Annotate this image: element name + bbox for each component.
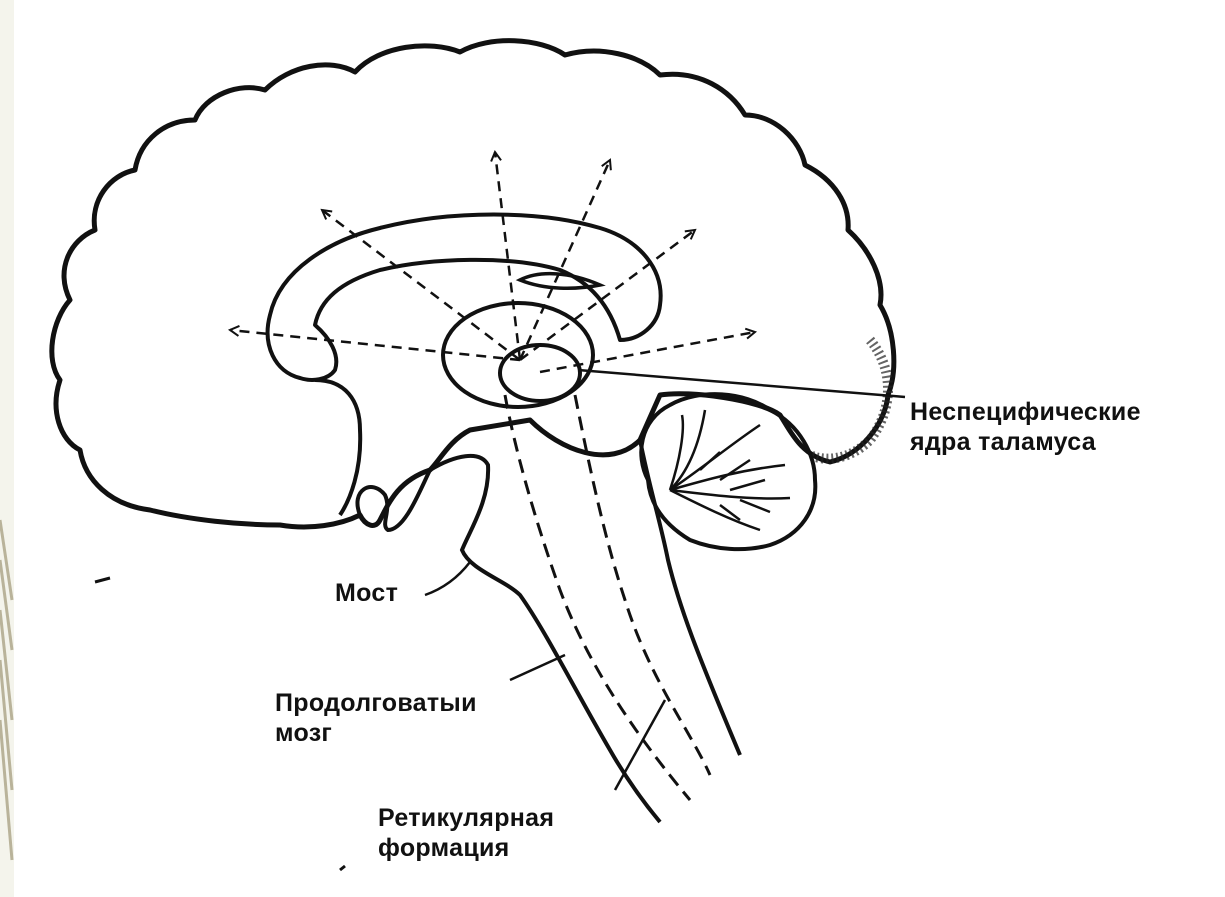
label-thalamus-line2: ядра таламуса [910, 427, 1141, 457]
label-reticular-line1: Ретикулярная [378, 803, 554, 833]
label-nonspecific-thalamic-nuclei: Неспецифические ядра таламуса [910, 397, 1141, 457]
cortex-shading [810, 340, 888, 459]
nonspecific-thalamic-nuclei [500, 345, 580, 401]
leader-pons [425, 562, 470, 595]
leader-thalamus [578, 370, 905, 397]
label-medulla-line2: мозг [275, 718, 477, 748]
brainstem-right-edge [640, 440, 740, 755]
frame-stripes [0, 520, 12, 860]
label-medulla-line1: Продолговатыи [275, 688, 477, 718]
fornix [520, 274, 600, 289]
frontal-lobe-curve [315, 380, 360, 515]
label-reticular-formation: Ретикулярная формация [378, 803, 554, 863]
label-pons-line1: Мост [335, 578, 398, 608]
cerebellum-arbor-vitae [670, 410, 790, 530]
leader-reticular [615, 700, 665, 790]
cerebellum [641, 394, 815, 549]
brainstem-left-edge [430, 456, 660, 822]
leader-medulla [510, 655, 565, 680]
label-pons: Мост [335, 578, 398, 608]
label-reticular-line2: формация [378, 833, 554, 863]
label-thalamus-line1: Неспецифические [910, 397, 1141, 427]
label-medulla: Продолговатыи мозг [275, 688, 477, 748]
